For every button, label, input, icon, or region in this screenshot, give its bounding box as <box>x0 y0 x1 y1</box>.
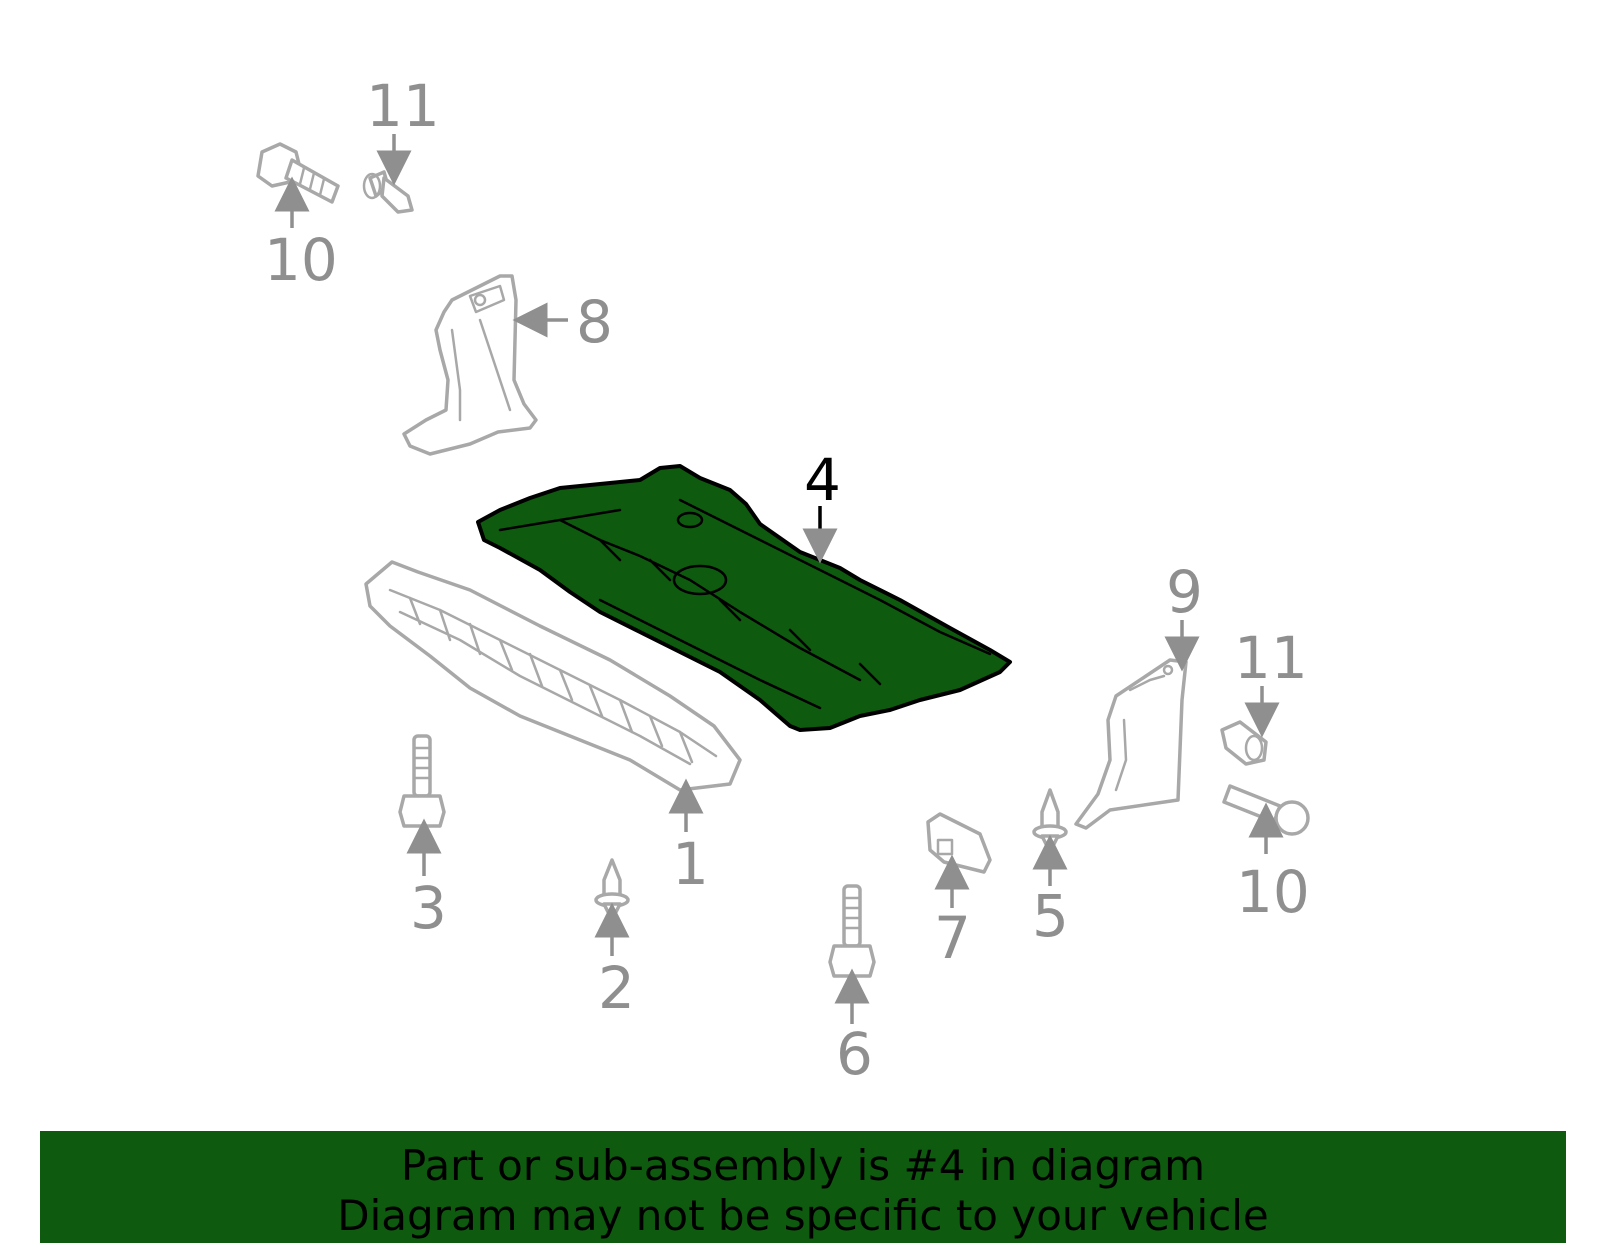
banner-line-2: Diagram may not be specific to your vehi… <box>337 1191 1269 1240</box>
part-11-clip-right[interactable] <box>1220 720 1268 766</box>
callout-4: 4 <box>804 446 841 514</box>
part-11-clip-top[interactable] <box>362 170 414 214</box>
part-3-stud-bolt[interactable] <box>398 734 446 828</box>
part-4-fill <box>476 464 1012 732</box>
callout-9: 9 <box>1166 558 1203 626</box>
part-2-clip[interactable] <box>594 858 630 914</box>
callout-arrows <box>274 134 1284 1024</box>
callout-2: 2 <box>598 954 635 1022</box>
callout-1: 1 <box>672 830 709 898</box>
callout-6: 6 <box>836 1020 873 1088</box>
callout-8: 8 <box>576 288 613 356</box>
callout-11-right: 11 <box>1234 624 1308 692</box>
callout-7: 7 <box>934 904 971 972</box>
part-10-bolt-top[interactable] <box>256 142 340 204</box>
part-6-stud-bolt[interactable] <box>828 884 876 978</box>
part-7-clip[interactable] <box>926 812 992 874</box>
part-4-engine-under-cover[interactable] <box>476 464 1012 732</box>
part-9-side-cover[interactable] <box>1074 658 1188 830</box>
parts-diagram: 11 10 8 4 9 11 10 1 3 2 6 7 5 <box>256 72 1310 1088</box>
callout-5: 5 <box>1032 882 1069 950</box>
part-8-bracket[interactable] <box>402 274 538 456</box>
callout-3: 3 <box>410 874 447 942</box>
banner-line-1: Part or sub-assembly is #4 in diagram <box>400 1141 1206 1190</box>
part-1-deflector[interactable] <box>364 560 742 792</box>
info-banner: Part or sub-assembly is #4 in diagram Di… <box>40 1131 1566 1243</box>
callout-10-right: 10 <box>1236 858 1310 926</box>
part-5-push-clip[interactable] <box>1032 788 1068 846</box>
callout-10-top: 10 <box>264 226 338 294</box>
callout-11-top: 11 <box>366 72 440 140</box>
